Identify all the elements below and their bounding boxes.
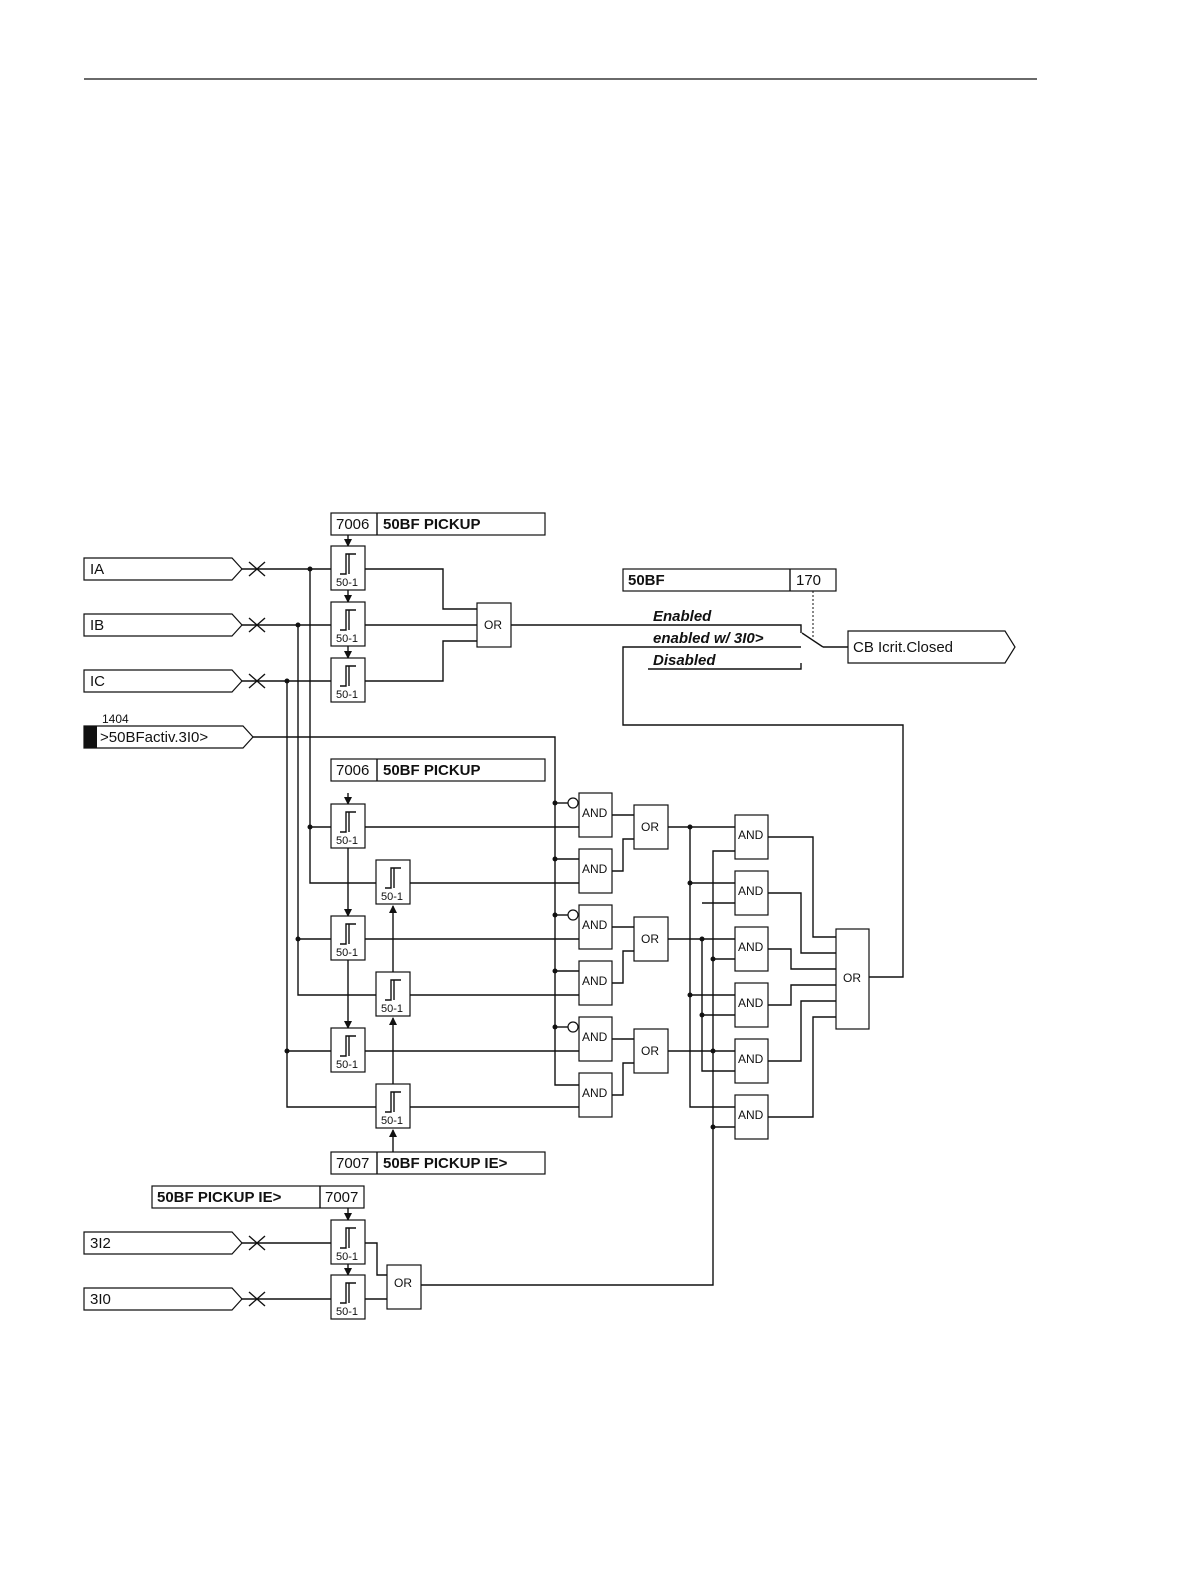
svg-text:50BF PICKUP IE>: 50BF PICKUP IE> [383,1155,508,1172]
svg-text:AND: AND [738,996,764,1010]
threshold-ib-top: 50-1 [331,602,365,646]
svg-text:50-1: 50-1 [336,947,358,959]
svg-text:3I2: 3I2 [90,1235,111,1252]
param-pickup-ie-left: 50BF PICKUP IE> 7007 [152,1186,364,1208]
svg-text:AND: AND [738,828,764,842]
svg-text:IC: IC [90,673,105,690]
svg-text:OR: OR [641,820,659,834]
threshold-ia-top: 50-1 [331,546,365,590]
svg-text:>50BFactiv.3I0>: >50BFactiv.3I0> [100,729,208,746]
svg-text:50BF PICKUP IE>: 50BF PICKUP IE> [157,1189,282,1206]
svg-text:50-1: 50-1 [336,633,358,645]
svg-text:170: 170 [796,572,821,589]
svg-text:AND: AND [738,884,764,898]
and-gate-r1: AND [735,815,768,859]
and-gate-a2: AND [579,849,612,893]
or-gate-final: OR [836,929,869,1029]
svg-text:CB Icrit.Closed: CB Icrit.Closed [853,639,953,656]
svg-text:50-1: 50-1 [381,891,403,903]
svg-text:AND: AND [582,862,608,876]
svg-text:AND: AND [582,1086,608,1100]
or-gate-ground: OR [387,1265,421,1309]
and-gate-c2: AND [579,1073,612,1117]
and-gate-a1: AND [568,793,612,837]
threshold-ic-ie: 50-1 [376,1084,410,1128]
svg-text:50BF: 50BF [628,572,665,589]
svg-text:IA: IA [90,561,104,578]
input-ia: IA [84,558,272,580]
svg-text:IB: IB [90,617,104,634]
svg-text:AND: AND [582,974,608,988]
param-pickup-top: 7006 50BF PICKUP [331,513,545,535]
svg-text:50BF PICKUP: 50BF PICKUP [383,762,481,779]
param-mode: 50BF 170 [623,569,836,591]
and-gate-r3: AND [735,927,768,971]
threshold-ib-ie: 50-1 [376,972,410,1016]
svg-text:enabled w/ 3I0>: enabled w/ 3I0> [653,630,764,647]
svg-text:OR: OR [843,971,861,985]
svg-text:AND: AND [738,940,764,954]
svg-text:3I0: 3I0 [90,1291,111,1308]
svg-text:50-1: 50-1 [336,689,358,701]
and-gate-b2: AND [579,961,612,1005]
svg-text:50BF PICKUP: 50BF PICKUP [383,516,481,533]
output-cb-closed: CB Icrit.Closed [848,631,1015,663]
svg-text:AND: AND [582,918,608,932]
threshold-3i2: 50-1 [331,1220,365,1264]
input-ic: IC [84,670,272,692]
svg-text:50-1: 50-1 [336,577,358,589]
svg-text:50-1: 50-1 [381,1003,403,1015]
threshold-ib-mid: 50-1 [331,916,365,960]
svg-text:OR: OR [484,618,502,632]
svg-text:OR: OR [641,932,659,946]
and-gates-right: AND AND AND AND AND AND [735,815,768,1139]
or-gates: OR OR OR OR OR OR [387,603,869,1309]
and-gate-r4: AND [735,983,768,1027]
and-gate-c1: AND [568,1017,612,1061]
svg-text:7006: 7006 [336,762,369,779]
svg-text:AND: AND [582,806,608,820]
and-gate-r6: AND [735,1095,768,1139]
input-ib: IB [84,614,272,636]
and-gate-b1: AND [568,905,612,949]
or-gate-b: OR [634,917,668,961]
svg-text:50-1: 50-1 [381,1115,403,1127]
svg-text:50-1: 50-1 [336,1251,358,1263]
input-binary-3i0: 1404 >50BFactiv.3I0> [84,712,253,748]
svg-text:Disabled: Disabled [653,652,716,669]
and-gate-r2: AND [735,871,768,915]
threshold-ia-mid: 50-1 [331,804,365,848]
svg-text:AND: AND [738,1108,764,1122]
and-gate-r5: AND [735,1039,768,1083]
svg-text:Enabled: Enabled [653,608,712,625]
threshold-3i0: 50-1 [331,1275,365,1319]
or-gate-c: OR [634,1029,668,1073]
input-3i2: 3I2 [84,1232,272,1254]
threshold-ic-top: 50-1 [331,658,365,702]
or-gate-a: OR [634,805,668,849]
param-pickup-mid: 7006 50BF PICKUP [331,759,545,781]
svg-text:7007: 7007 [325,1189,358,1206]
svg-text:AND: AND [582,1030,608,1044]
threshold-ia-ie: 50-1 [376,860,410,904]
switch-options: Enabled enabled w/ 3I0> Disabled [653,608,764,669]
svg-text:AND: AND [738,1052,764,1066]
svg-text:50-1: 50-1 [336,1306,358,1318]
svg-text:50-1: 50-1 [336,835,358,847]
svg-text:7006: 7006 [336,516,369,533]
svg-text:50-1: 50-1 [336,1059,358,1071]
svg-text:7007: 7007 [336,1155,369,1172]
svg-text:OR: OR [641,1044,659,1058]
threshold-ic-mid: 50-1 [331,1028,365,1072]
input-3i0: 3I0 [84,1288,272,1310]
svg-text:OR: OR [394,1276,412,1290]
param-pickup-ie-bottom: 7007 50BF PICKUP IE> [331,1152,545,1174]
and-gates-left: AND AND AND AND AND AND [568,793,612,1117]
svg-text:1404: 1404 [102,712,129,726]
or-gate-phase: OR [477,603,511,647]
